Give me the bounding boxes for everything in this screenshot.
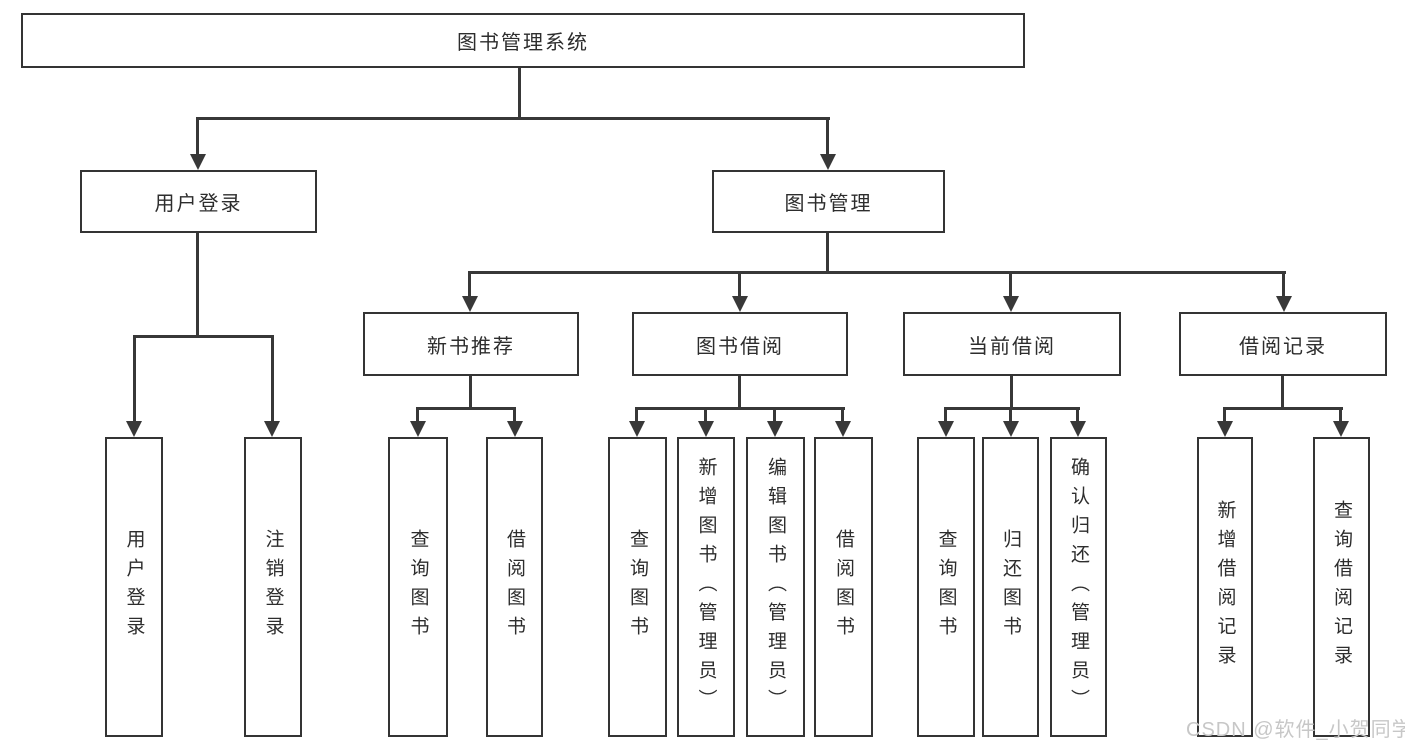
node-label: 借阅图书 (833, 529, 854, 645)
leaf-query-borrow-record: 查询借阅记录 (1313, 437, 1370, 737)
node-label: 图书借阅 (696, 335, 784, 358)
leaf-query-books-recommend: 查询图书 (388, 437, 448, 737)
arrow-down-icon (410, 421, 426, 437)
leaf-confirm-return-admin: 确认归还（管理员） (1050, 437, 1107, 737)
arrow-down-icon (732, 296, 748, 312)
connector-line (1223, 407, 1226, 423)
arrow-down-icon (938, 421, 954, 437)
leaf-logout: 注销登录 (244, 437, 302, 737)
node-library-management-system: 图书管理系统 (21, 13, 1025, 68)
connector-line (1224, 407, 1343, 410)
node-new-book-recommendation: 新书推荐 (363, 312, 579, 376)
leaf-query-books-borrowing: 查询图书 (608, 437, 667, 737)
connector-line (1282, 271, 1285, 298)
node-label: 用户登录 (154, 193, 243, 215)
connector-line (826, 117, 829, 157)
node-label: 新增图书（管理员） (695, 456, 717, 718)
node-label: 图书管理系统 (457, 32, 589, 54)
leaf-add-borrow-record: 新增借阅记录 (1197, 437, 1253, 737)
arrow-down-icon (698, 421, 714, 437)
connector-line (416, 407, 419, 423)
connector-line (196, 233, 199, 337)
arrow-down-icon (1276, 296, 1292, 312)
connector-line (468, 271, 471, 298)
connector-line (469, 376, 472, 409)
node-book-management: 图书管理 (712, 170, 945, 233)
node-label: 查询借阅记录 (1331, 500, 1352, 674)
connector-line (1339, 407, 1342, 423)
node-label: 查询图书 (627, 529, 648, 645)
node-label: 确认归还（管理员） (1068, 456, 1089, 718)
arrow-down-icon (264, 421, 280, 437)
connector-line (704, 407, 707, 423)
connector-line (513, 407, 516, 423)
connector-line (196, 117, 199, 157)
node-label: 新书推荐 (427, 335, 515, 358)
connector-line (738, 271, 741, 298)
connector-line (826, 233, 829, 273)
leaf-borrow-books: 借阅图书 (814, 437, 873, 737)
connector-line (197, 117, 830, 120)
connector-line (636, 407, 845, 410)
node-book-borrowing: 图书借阅 (632, 312, 848, 376)
node-label: 查询图书 (935, 529, 957, 645)
arrow-down-icon (835, 421, 851, 437)
leaf-user-login: 用户登录 (105, 437, 163, 737)
node-borrowing-records: 借阅记录 (1179, 312, 1387, 376)
leaf-return-books: 归还图书 (982, 437, 1039, 737)
node-label: 新增借阅记录 (1214, 500, 1236, 674)
connector-line (738, 376, 741, 409)
arrow-down-icon (629, 421, 645, 437)
node-label: 归还图书 (1000, 529, 1021, 645)
connector-line (841, 407, 844, 423)
connector-line (518, 68, 521, 118)
arrow-down-icon (462, 296, 478, 312)
arrow-down-icon (1003, 296, 1019, 312)
arrow-down-icon (1070, 421, 1086, 437)
connector-line (773, 407, 776, 423)
connector-line (133, 335, 274, 338)
csdn-watermark: CSDN @软件_小贺同学 (1186, 719, 1405, 741)
connector-line (133, 335, 136, 423)
connector-line (1076, 407, 1079, 423)
connector-line (635, 407, 638, 423)
arrow-down-icon (190, 154, 206, 170)
node-label: 编辑图书（管理员） (765, 456, 786, 718)
arrow-down-icon (1217, 421, 1233, 437)
connector-line (945, 407, 1080, 410)
node-label: 当前借阅 (968, 335, 1056, 358)
arrow-down-icon (1003, 421, 1019, 437)
arrow-down-icon (820, 154, 836, 170)
connector-line (469, 271, 1286, 274)
node-label: 用户登录 (123, 529, 145, 645)
leaf-add-books-admin: 新增图书（管理员） (677, 437, 735, 737)
arrow-down-icon (1333, 421, 1349, 437)
arrow-down-icon (767, 421, 783, 437)
connector-line (944, 407, 947, 423)
connector-line (1009, 407, 1012, 423)
connector-line (1010, 376, 1013, 409)
node-label: 查询图书 (407, 529, 429, 645)
connector-line (1009, 271, 1012, 298)
connector-line (1281, 376, 1284, 409)
leaf-borrow-books-recommend: 借阅图书 (486, 437, 543, 737)
node-label: 图书管理 (784, 193, 873, 215)
leaf-query-books-current: 查询图书 (917, 437, 975, 737)
leaf-edit-books-admin: 编辑图书（管理员） (746, 437, 805, 737)
arrow-down-icon (507, 421, 523, 437)
node-user-login: 用户登录 (80, 170, 317, 233)
connector-line (271, 335, 274, 423)
node-label: 借阅记录 (1239, 335, 1327, 358)
arrow-down-icon (126, 421, 142, 437)
node-label: 注销登录 (262, 529, 284, 645)
node-current-borrowing: 当前借阅 (903, 312, 1121, 376)
node-label: 借阅图书 (504, 529, 525, 645)
connector-line (417, 407, 516, 410)
